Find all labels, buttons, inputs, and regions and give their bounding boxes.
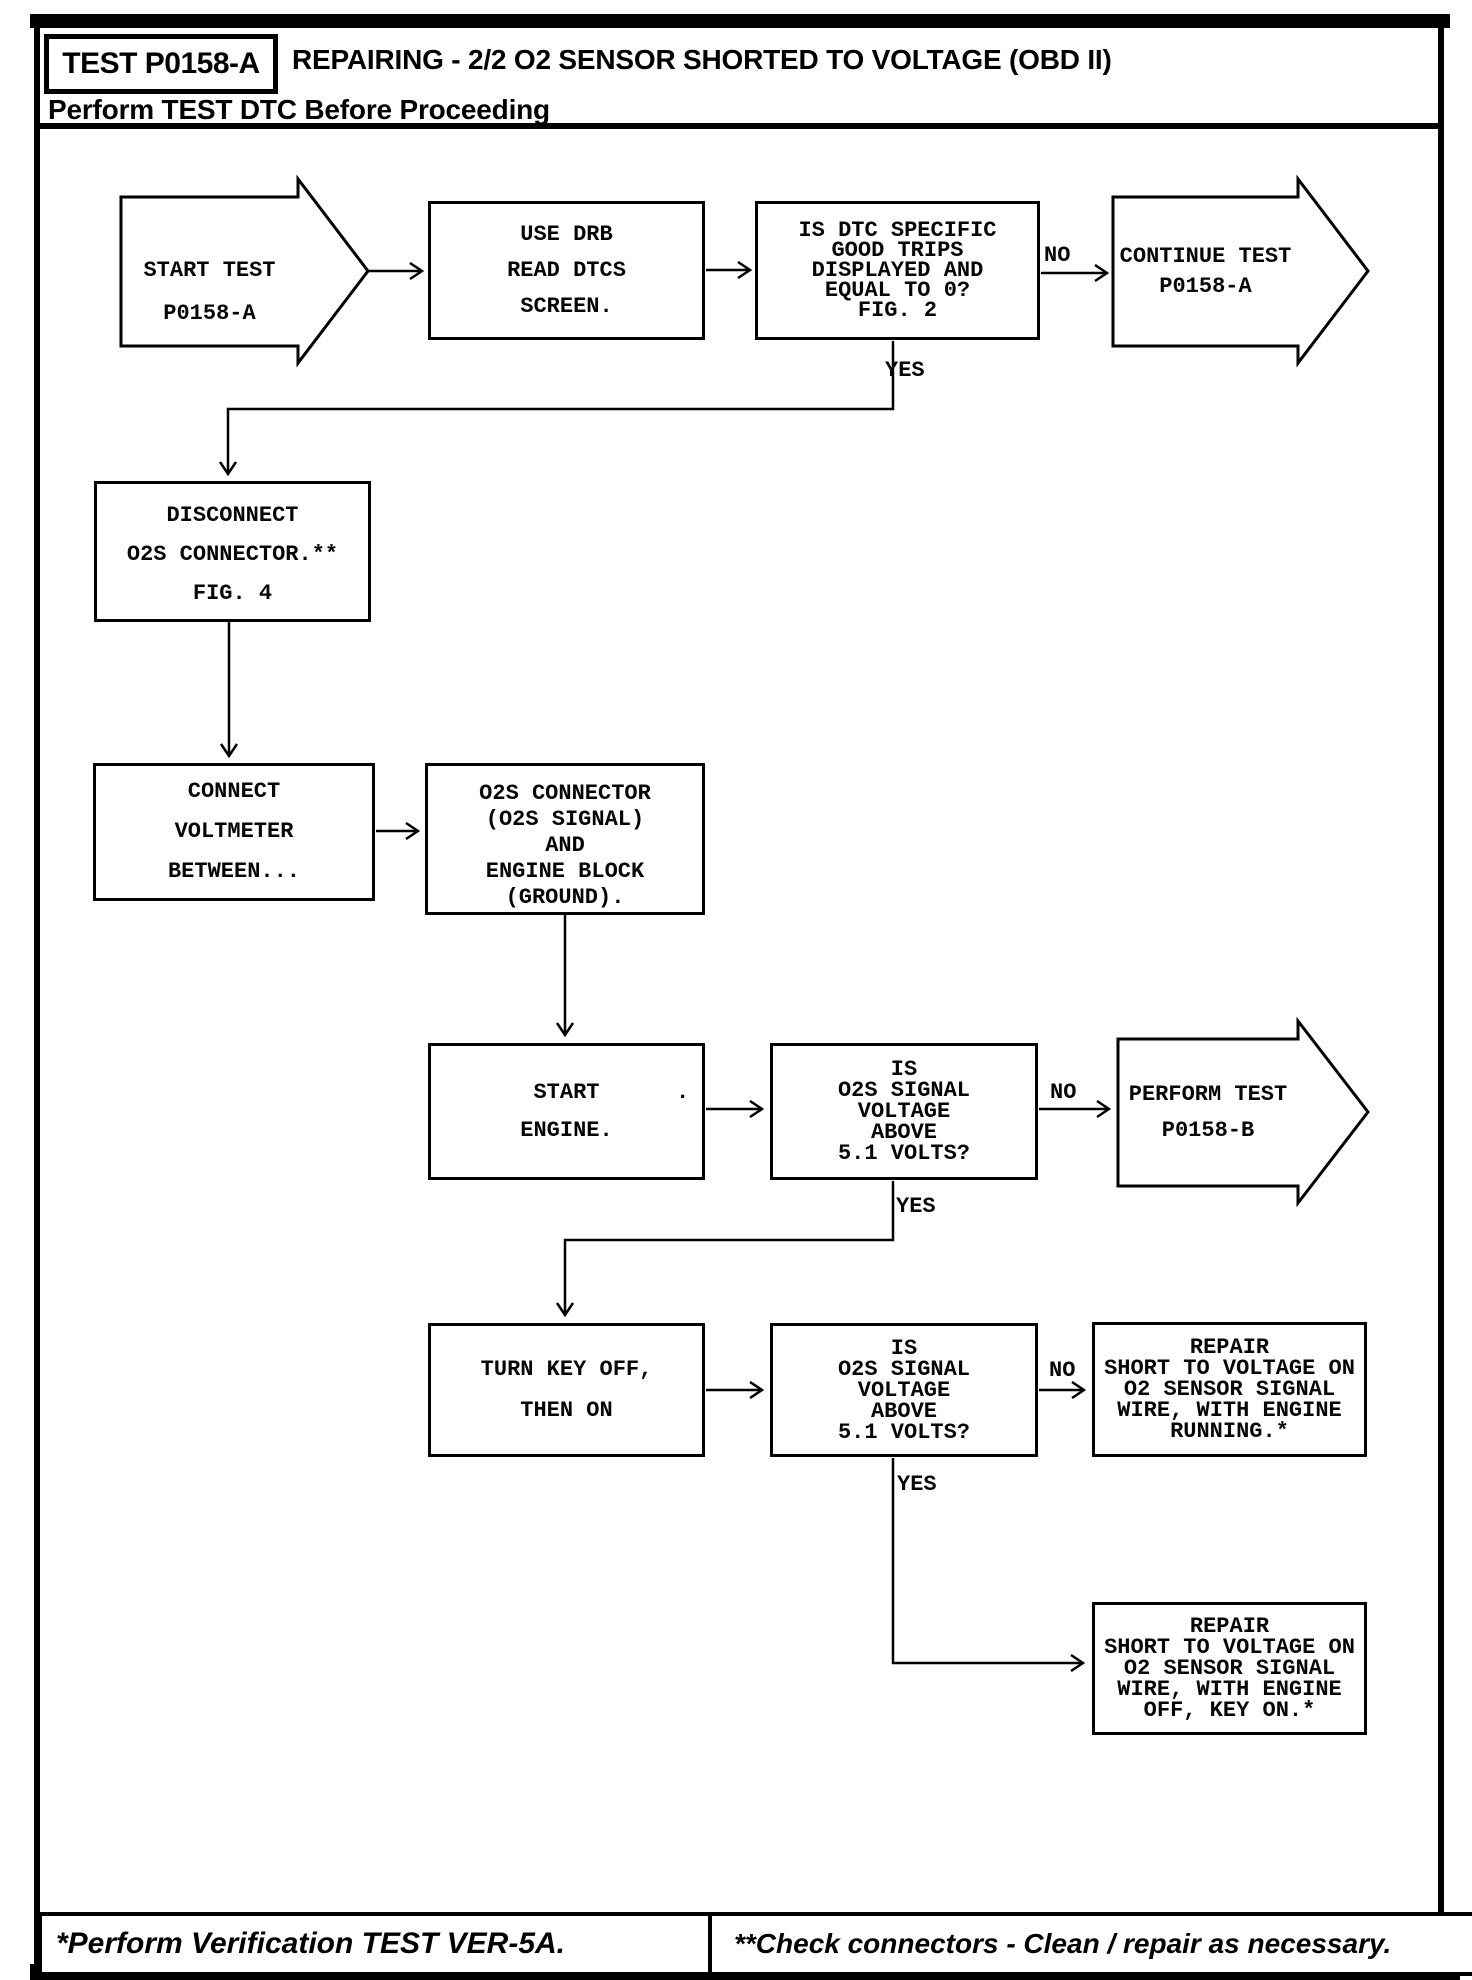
footer-right-text: **Check connectors - Clean / repair as n…: [734, 1928, 1392, 1959]
page-subtitle: Perform TEST DTC Before Proceeding: [48, 94, 550, 125]
page-title: REPAIRING - 2/2 O2 SENSOR SHORTED TO VOL…: [292, 44, 1112, 75]
no-label-1: NO: [1044, 243, 1071, 268]
connect-voltmeter-step-box: CONNECT VOLTMETER BETWEEN...: [93, 763, 375, 901]
no-label-2: NO: [1050, 1080, 1077, 1105]
o2s-connector-detail-box: O2S CONNECTOR (O2S SIGNAL) AND ENGINE BL…: [425, 763, 705, 915]
test-id-box: TEST P0158-A: [44, 34, 278, 94]
use-drb-step-box: USE DRB READ DTCS SCREEN.: [428, 201, 705, 340]
repair-key-on-box: REPAIR SHORT TO VOLTAGE ON O2 SENSOR SIG…: [1092, 1602, 1367, 1735]
header-divider-rule: [34, 123, 1444, 129]
page-border-right: [1438, 22, 1444, 1970]
dtc-good-trips-decision-box: IS DTC SPECIFIC GOOD TRIPS DISPLAYED AND…: [755, 201, 1040, 340]
disconnect-o2s-step-box: DISCONNECT O2S CONNECTOR.** FIG. 4: [94, 481, 371, 622]
perform-test-terminator-text: PERFORM TEST P0158-B: [1128, 1081, 1288, 1143]
start-terminator-text: START TEST P0158-A: [143, 257, 276, 326]
yes-label-3: YES: [897, 1472, 937, 1497]
yes-label-1: YES: [885, 358, 925, 383]
yes-label-2: YES: [896, 1194, 936, 1219]
footer-left-text: *Perform Verification TEST VER-5A.: [56, 1927, 566, 1960]
footer-verification-note: *Perform Verification TEST VER-5A.: [38, 1912, 734, 1976]
continue-test-terminator-text: CONTINUE TEST P0158-A: [1119, 243, 1292, 299]
turn-key-step-box: TURN KEY OFF, THEN ON: [428, 1323, 705, 1457]
voltage-decision-box-2: IS O2S SIGNAL VOLTAGE ABOVE 5.1 VOLTS?: [770, 1323, 1038, 1457]
footer-connectors-note: **Check connectors - Clean / repair as n…: [708, 1912, 1472, 1976]
connector-yes-to-disconnect: [228, 341, 895, 473]
connector-yes-to-repair-keyon: [891, 1458, 1082, 1663]
page-border-top: [30, 14, 1450, 28]
no-label-3: NO: [1049, 1358, 1076, 1383]
start-engine-step-box: START ENGINE.: [428, 1043, 705, 1180]
perform-test-terminator-shape: [1116, 1016, 1370, 1208]
continue-test-terminator-shape: [1111, 174, 1370, 368]
repair-engine-running-box: REPAIR SHORT TO VOLTAGE ON O2 SENSOR SIG…: [1092, 1322, 1367, 1457]
start-terminator-shape: [119, 174, 370, 368]
page-border-left: [34, 22, 40, 1970]
connector-yes-to-turnkey: [565, 1181, 895, 1314]
print-artifact-dot: .: [676, 1080, 690, 1105]
test-id-label: TEST P0158-A: [62, 47, 260, 80]
voltage-decision-box-1: IS O2S SIGNAL VOLTAGE ABOVE 5.1 VOLTS?: [770, 1043, 1038, 1180]
